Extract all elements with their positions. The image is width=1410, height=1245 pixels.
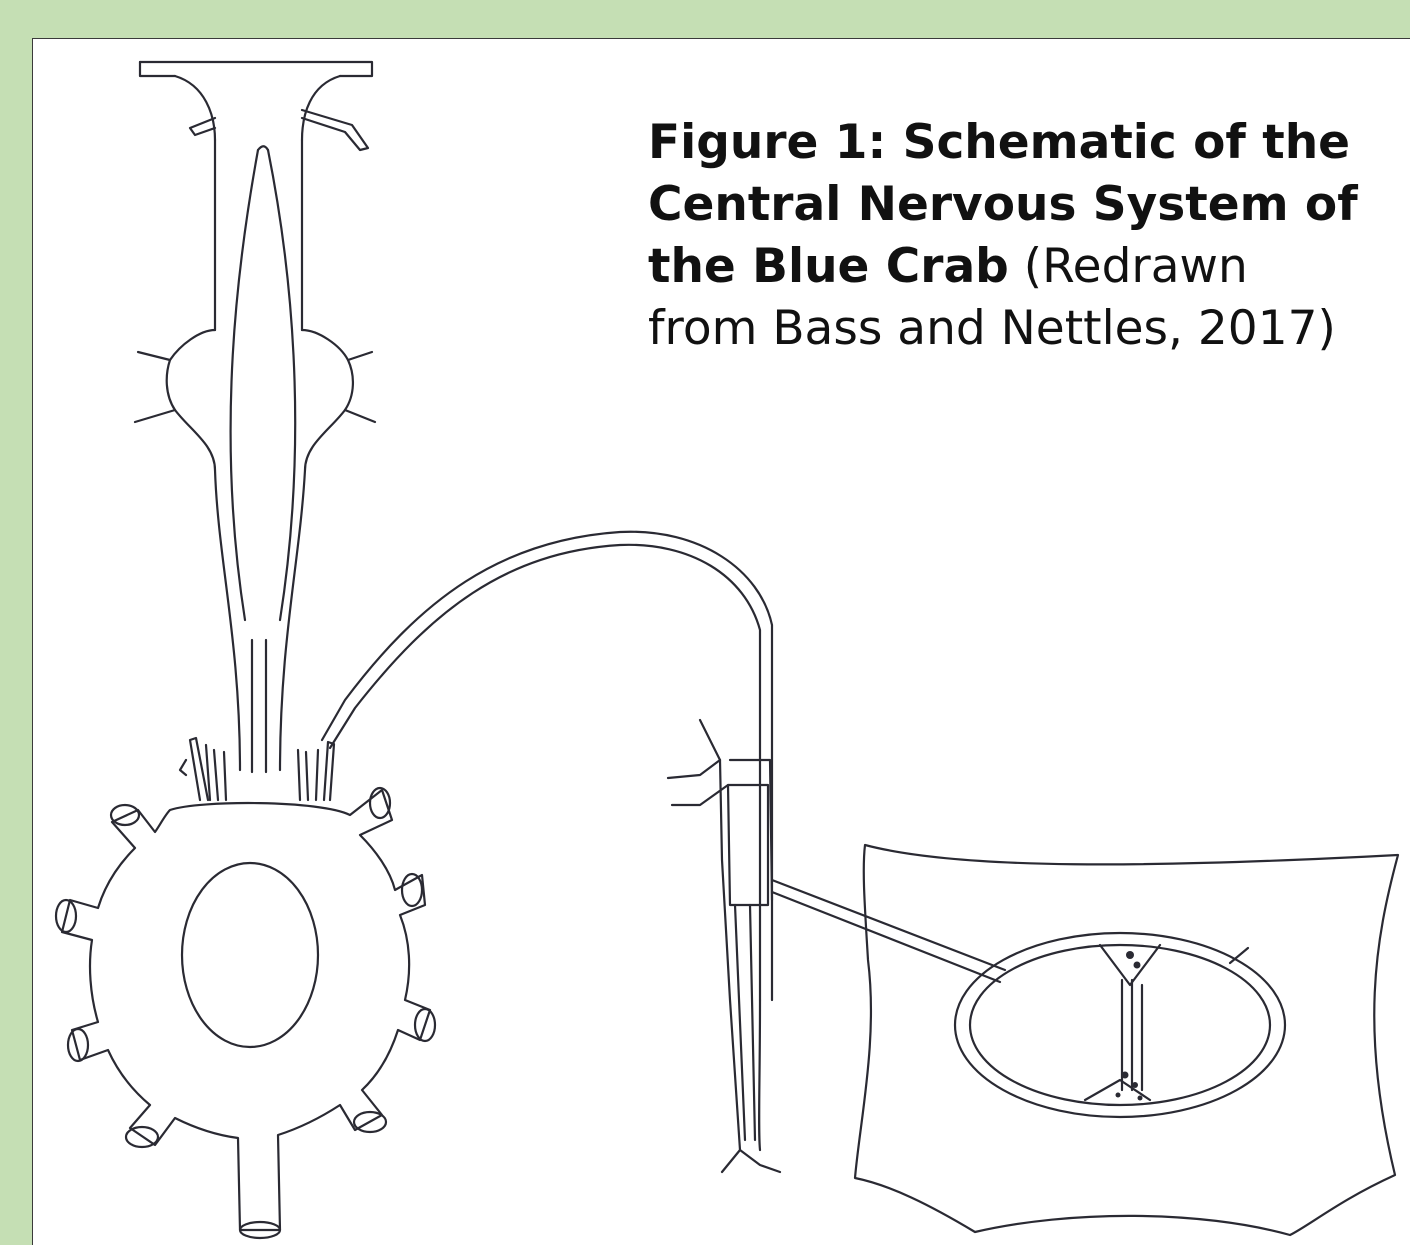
caption-bold: Figure 1: Schematic of the Central Nervo…: [648, 115, 1358, 294]
connective-nerve: [322, 532, 772, 1000]
cross-section: [855, 845, 1398, 1235]
brain-drawing: [135, 62, 375, 772]
peripheral-nerve: [772, 880, 1005, 982]
thoracic-ganglion: [56, 738, 435, 1238]
figure-caption: Figure 1: Schematic of the Central Nervo…: [648, 112, 1368, 360]
nerve-cord-segment: [668, 720, 780, 1172]
